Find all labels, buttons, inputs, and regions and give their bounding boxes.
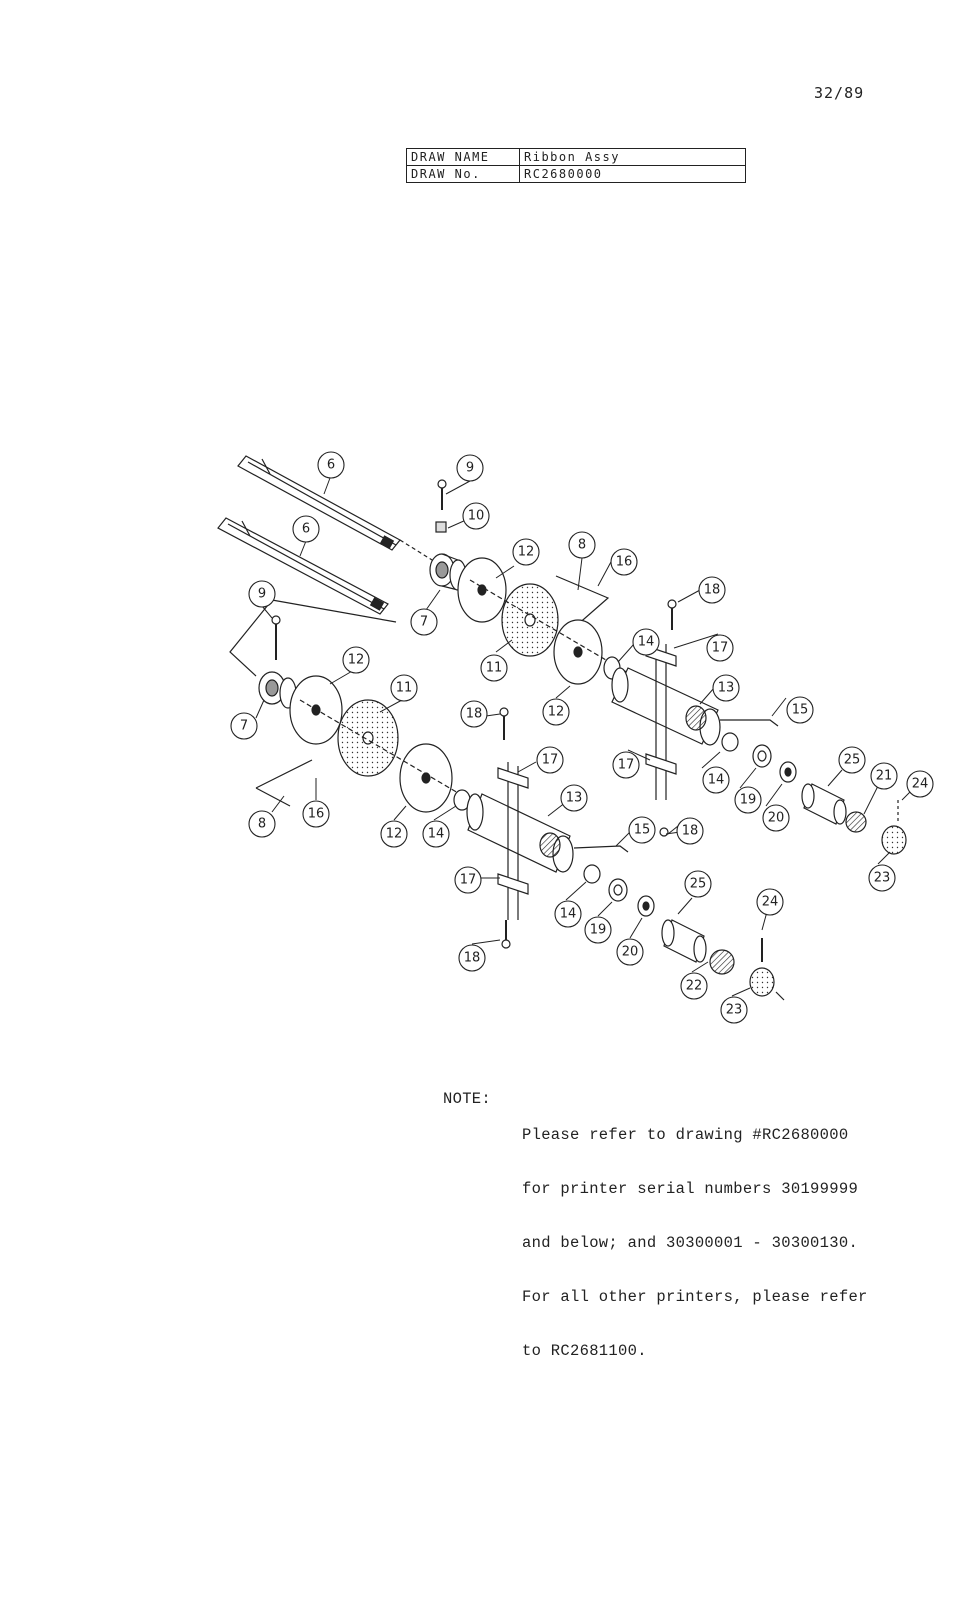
callout-19-b: 19 (590, 923, 607, 938)
callout-9-a: 9 (466, 461, 474, 476)
callout-21: 21 (876, 769, 893, 784)
callout-24-b: 24 (762, 895, 779, 910)
callout-18-a: 18 (704, 583, 721, 598)
callout-8-b: 8 (258, 817, 266, 832)
callout-18-d: 18 (464, 951, 481, 966)
callout-23-a: 23 (874, 871, 891, 886)
note-line-1: Please refer to drawing #RC2680000 (522, 1126, 849, 1144)
callout-7-a: 7 (420, 615, 428, 630)
callout-18-b: 18 (682, 824, 699, 839)
callout-14-d: 14 (560, 907, 577, 922)
callout-25-a: 25 (844, 753, 861, 768)
callout-14-c: 14 (428, 827, 445, 842)
callout-17-b: 17 (618, 758, 635, 773)
draw-no-label: DRAW No. (406, 165, 520, 183)
bracket-17-lower (497, 762, 529, 920)
callout-6-b: 6 (302, 522, 310, 537)
callout-14-b: 14 (708, 773, 725, 788)
spring-21 (845, 811, 867, 833)
callout-24-a: 24 (912, 777, 929, 792)
callout-6-a: 6 (327, 458, 335, 473)
note-label: NOTE: (443, 1090, 492, 1108)
callout-16-a: 16 (616, 555, 633, 570)
title-block: DRAW NAME Ribbon Assy DRAW No. RC2680000 (406, 148, 746, 183)
draw-name-label: DRAW NAME (406, 148, 520, 166)
callout-13-a: 13 (718, 681, 735, 696)
shaft-upper (237, 455, 401, 551)
callout-25-b: 25 (690, 877, 707, 892)
draw-no-value: RC2680000 (519, 165, 746, 183)
spool-13-upper (611, 667, 721, 746)
draw-no-row: DRAW No. RC2680000 (406, 165, 746, 183)
callout-18-c: 18 (466, 707, 483, 722)
callout-8-a: 8 (578, 538, 586, 553)
shaft-lower (217, 517, 389, 615)
screw-9-upper (437, 479, 447, 510)
callout-16-b: 16 (308, 807, 325, 822)
callout-9-b: 9 (258, 587, 266, 602)
callout-12-c: 12 (348, 653, 365, 668)
nut-10 (435, 521, 447, 533)
note-text: Please refer to drawing #RC2680000 for p… (522, 1090, 868, 1396)
note-line-4: For all other printers, please refer (522, 1288, 868, 1306)
callout-10: 10 (468, 509, 485, 524)
callout-17-c: 17 (542, 753, 559, 768)
spool-13-lower (466, 793, 574, 873)
spring-22 (709, 949, 735, 975)
callout-22: 22 (686, 979, 703, 994)
callout-20-b: 20 (622, 945, 639, 960)
callout-15-b: 15 (634, 823, 651, 838)
callout-7-b: 7 (240, 719, 248, 734)
callout-11-a: 11 (486, 661, 503, 676)
callout-20-a: 20 (768, 811, 785, 826)
note-line-5: to RC2681100. (522, 1342, 647, 1360)
note-line-2: for printer serial numbers 30199999 (522, 1180, 859, 1198)
callout-15-a: 15 (792, 703, 809, 718)
callout-19-a: 19 (740, 793, 757, 808)
callout-11-b: 11 (396, 681, 413, 696)
callout-17-d: 17 (460, 873, 477, 888)
callout-12-d: 12 (386, 827, 403, 842)
callout-23-b: 23 (726, 1003, 743, 1018)
callout-14-a: 14 (638, 635, 655, 650)
callout-17-a: 17 (712, 641, 729, 656)
callout-12-b: 12 (548, 705, 565, 720)
callout-13-b: 13 (566, 791, 583, 806)
note-line-3: and below; and 30300001 - 30300130. (522, 1234, 859, 1252)
callout-12-a: 12 (518, 545, 535, 560)
page-number: 32/89 (814, 84, 865, 102)
